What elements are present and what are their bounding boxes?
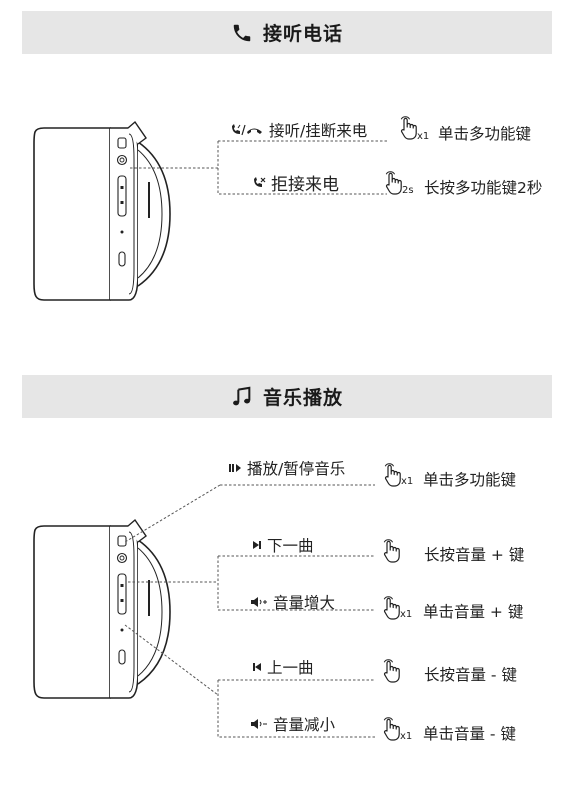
- row-answer-hangup: 接听/挂断来电: [230, 119, 367, 141]
- row-action: 长按音量 + 键: [424, 546, 525, 564]
- press-hand-icon: [385, 171, 402, 195]
- row-action: 单击音量 + 键: [423, 603, 524, 621]
- play-pause-icon: [229, 464, 241, 472]
- tap-hand-icon: [383, 596, 400, 620]
- press-hand-icon: [383, 659, 400, 683]
- answer-hangup-icon: [232, 124, 262, 136]
- headphone-illustration-1: [33, 121, 171, 301]
- gesture-count: x1: [401, 476, 414, 487]
- gesture-count: 2s: [402, 185, 414, 196]
- row-action: 长按音量 - 键: [424, 666, 517, 684]
- headphone-illustration-2: [33, 519, 171, 699]
- leader-line: [217, 680, 375, 738]
- row-volume-up: 音量增大: [250, 591, 335, 613]
- row-label: 音量增大: [273, 594, 336, 612]
- tap-hand-icon: [400, 116, 417, 140]
- row-label: 播放/暂停音乐: [247, 460, 346, 478]
- section-header-music: 音乐播放: [22, 375, 552, 418]
- row-play-pause: 播放/暂停音乐: [228, 457, 345, 479]
- gesture-count: x1: [400, 609, 413, 620]
- row-volume-down: 音量减小: [250, 713, 335, 735]
- phone-icon: [233, 24, 251, 41]
- reject-call-icon: [254, 176, 266, 187]
- gesture-count: x1: [417, 131, 430, 142]
- tap-hand-icon: [384, 463, 401, 487]
- row-action: 单击多功能键: [423, 471, 517, 489]
- next-track-icon: [253, 541, 261, 549]
- previous-track-icon: [253, 663, 261, 671]
- gesture-count: x1: [400, 731, 413, 742]
- leader-line: [124, 624, 219, 696]
- row-reject-call: 拒接来电: [252, 170, 339, 195]
- section-header-calls: 接听电话: [22, 11, 552, 54]
- row-action: 单击多功能键: [438, 125, 532, 143]
- row-action: 长按多功能键2秒: [424, 179, 543, 197]
- row-label: 接听/挂断来电: [269, 122, 368, 140]
- volume-up-icon: [251, 597, 267, 607]
- row-label: 拒接来电: [271, 175, 339, 195]
- press-hand-icon: [383, 539, 400, 563]
- row-next-track: 下一曲: [252, 534, 314, 556]
- row-label: 上一曲: [267, 659, 314, 677]
- row-label: 音量减小: [273, 716, 336, 734]
- leader-line: [217, 556, 375, 611]
- row-action: 单击音量 - 键: [423, 725, 516, 743]
- section-title: 音乐播放: [262, 387, 343, 409]
- row-label: 下一曲: [267, 537, 314, 555]
- row-previous-track: 上一曲: [252, 656, 314, 678]
- section-title: 接听电话: [262, 23, 343, 45]
- music-note-icon: [233, 386, 251, 405]
- tap-hand-icon: [383, 717, 400, 741]
- leader-line: [124, 484, 221, 543]
- volume-down-icon: [251, 719, 267, 729]
